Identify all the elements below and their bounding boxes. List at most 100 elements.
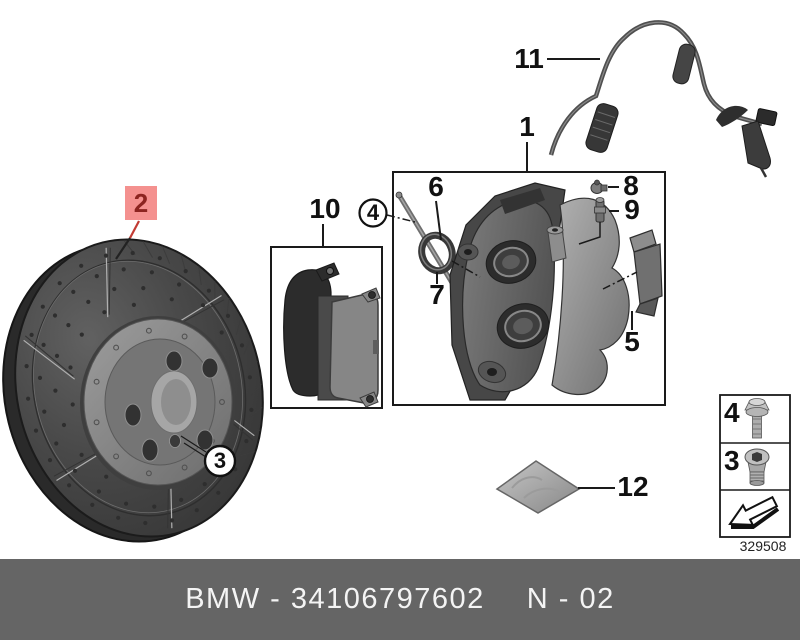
callout-3-circled-label[interactable]: 3 (213, 448, 227, 473)
circle-callout-3[interactable] (203, 444, 237, 478)
cap-nub (594, 179, 600, 186)
pad-notch (373, 340, 379, 354)
callout-9[interactable]: 9 (624, 194, 640, 225)
piston-bore (496, 303, 550, 349)
dimple-dot (61, 422, 67, 428)
dimple-dot (29, 332, 34, 337)
lug-hole (201, 357, 219, 379)
dimple-dot (104, 474, 109, 479)
seal-ring[interactable] (416, 230, 457, 275)
dimple-dot (244, 439, 249, 444)
callout-6[interactable]: 6 (428, 171, 444, 202)
brake-caliper[interactable] (449, 182, 630, 401)
disc-slot (105, 247, 109, 318)
callout-8[interactable]: 8 (623, 170, 639, 201)
dimple-dot (40, 304, 45, 309)
dimple-dot (177, 282, 182, 287)
disc-slot-shadow (24, 335, 74, 377)
grease-packet[interactable] (495, 460, 581, 514)
pin-head (395, 191, 403, 199)
wear-sensor[interactable] (548, 20, 778, 178)
leader-4-dashdot (386, 214, 416, 223)
guide-pin[interactable] (395, 191, 460, 294)
spring-tab (629, 229, 657, 253)
brake-disc[interactable] (0, 213, 294, 559)
dimple-dot (179, 497, 184, 502)
leader-6 (435, 200, 442, 241)
dimple-dot (70, 402, 75, 407)
sensor-probe-grip (585, 103, 619, 153)
dust-cap[interactable] (590, 179, 608, 194)
hub-spot-mark (181, 464, 188, 471)
callout-7[interactable]: 7 (429, 279, 445, 310)
dimple-dot (121, 267, 126, 272)
hub-spot-mark (145, 327, 152, 334)
callout-4-circled-label[interactable]: 4 (366, 200, 380, 225)
brake-pads[interactable] (283, 262, 381, 408)
dimple-dot (24, 364, 29, 369)
disc-rim-hatch (123, 239, 263, 457)
disc-dimples (24, 250, 254, 526)
center-bore-inner (161, 379, 191, 425)
footer-part-number: BMW - 34106797602 (185, 583, 485, 615)
caliper-outer-half (551, 197, 630, 395)
dimple-dot (202, 482, 207, 487)
screw-plug-icon (744, 448, 770, 486)
hub-spot-mark (93, 419, 100, 426)
callout-11[interactable]: 11 (514, 43, 544, 74)
packet-crumple (511, 476, 561, 499)
sensor-connector (755, 108, 778, 127)
direction-arrow-icon (728, 495, 780, 529)
leader-7-dashdot (451, 260, 481, 278)
anti-rattle-spring[interactable] (629, 229, 663, 317)
drawing-number: 329508 (739, 538, 787, 554)
dimple-dot (141, 286, 146, 291)
disc-slot (23, 339, 75, 380)
rim-hatch-line (247, 360, 258, 376)
legend-label-3[interactable]: 3 (724, 445, 740, 476)
rim-hatch-line (226, 298, 230, 317)
pin-highlight (398, 194, 458, 292)
circle-callout-4[interactable] (358, 198, 388, 228)
leader-5-dashdot (602, 271, 638, 290)
dimple-dot (206, 288, 211, 293)
dimple-dot (247, 375, 252, 380)
dimple-dot (112, 286, 117, 292)
lug-hole (165, 350, 183, 372)
caliper-bridge-notch (500, 188, 545, 214)
rim-hatch-line (239, 451, 255, 457)
cable-sleeve (672, 43, 696, 85)
dimple-dot (79, 452, 84, 457)
mount-hole (464, 249, 472, 255)
callout-10[interactable]: 10 (309, 193, 341, 224)
callout-12[interactable]: 12 (617, 471, 649, 502)
dimple-dot (219, 330, 224, 335)
sensor-tip-pin (759, 167, 768, 178)
pads-group-box (270, 246, 383, 409)
spring-hook (635, 297, 659, 317)
dimple-dot (53, 388, 58, 393)
hub-spot-mark (219, 399, 225, 405)
callout-5[interactable]: 5 (624, 326, 640, 357)
hub-spot-mark (145, 470, 152, 477)
legend-box (719, 394, 791, 538)
dimple-dot (79, 263, 84, 268)
legend-label-4[interactable]: 4 (724, 397, 740, 428)
spring-body (633, 243, 663, 305)
dimple-dot (225, 313, 231, 318)
dimple-dot (96, 489, 101, 494)
dimple-dot (37, 375, 43, 380)
rim-hatch-line (249, 383, 262, 397)
bleed-boss (546, 225, 567, 263)
dimple-dot (239, 343, 245, 348)
dimple-dot (200, 303, 206, 308)
lug-hole (196, 429, 214, 451)
dimple-dot (72, 468, 78, 473)
dimple-dot (54, 441, 59, 446)
callout-2-highlighted[interactable]: 2 (125, 186, 157, 220)
dimple-dot (57, 281, 62, 286)
lug-hole (124, 403, 142, 427)
bleeder-valve[interactable] (594, 197, 606, 223)
callout-1[interactable]: 1 (519, 111, 535, 142)
dimple-dot (124, 501, 129, 506)
